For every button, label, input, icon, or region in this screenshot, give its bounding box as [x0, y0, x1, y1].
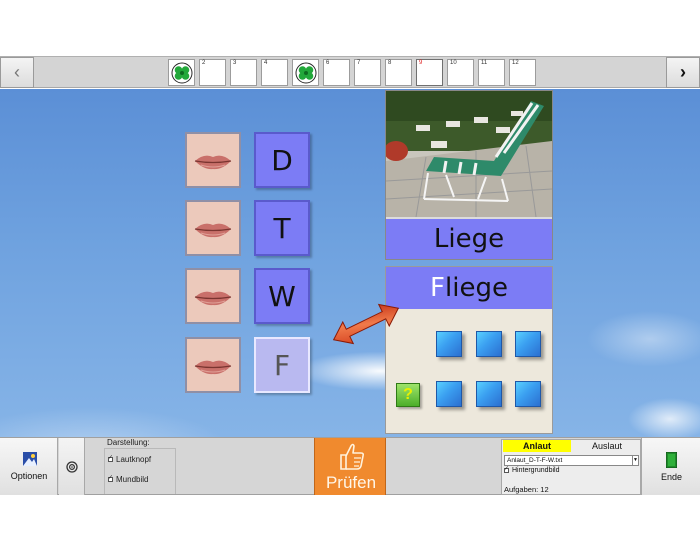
tab-auslaut[interactable]: Auslaut [591, 441, 623, 451]
background-label: Hintergrundbild [512, 467, 560, 474]
tasks-count: Aufgaben: 12 [504, 485, 549, 494]
background-option[interactable]: Hintergrundbild [504, 465, 560, 474]
task-slot-number: 3 [233, 60, 237, 66]
task-slot[interactable]: 9 [416, 59, 443, 86]
letter-tile[interactable]: T [254, 200, 310, 256]
next-button[interactable]: › [666, 57, 700, 88]
sound-button-label: Lautknopf [116, 455, 152, 464]
target-word: Liege [386, 219, 552, 259]
task-slot[interactable]: 10 [447, 59, 474, 86]
speaker-icon [65, 460, 78, 473]
task-slot[interactable]: 7 [354, 59, 381, 86]
options-label: Optionen [10, 471, 48, 481]
prev-button[interactable]: ‹ [0, 57, 34, 88]
sound-button-option[interactable]: Lautknopf [108, 454, 152, 464]
task-slot-number: 12 [512, 60, 519, 66]
sound-cube[interactable] [476, 381, 502, 407]
checkbox[interactable] [504, 465, 509, 473]
answer-word-rest: liege [445, 273, 508, 303]
bottom-toolbar: Optionen Darstellung: Lautknopf Mundbild… [0, 437, 700, 495]
task-slot[interactable]: 6 [323, 59, 350, 86]
checkbox[interactable] [108, 454, 113, 462]
progress-bar: ‹ 2 3 4 6 7 8 9 10 11 12 › [0, 56, 700, 88]
tasks-value: 12 [540, 485, 549, 494]
task-slot[interactable]: 12 [509, 59, 536, 86]
task-slot-number: 8 [388, 60, 392, 66]
sound-cube[interactable] [515, 381, 541, 407]
letter-tile[interactable]: D [254, 132, 310, 188]
tab-anlaut[interactable]: Anlaut [503, 440, 571, 452]
mouth-icon[interactable] [185, 200, 241, 256]
sound-cube[interactable] [476, 331, 502, 357]
task-slot[interactable] [292, 59, 319, 86]
letter-tile[interactable]: F [254, 337, 310, 393]
task-slot[interactable]: 2 [199, 59, 226, 86]
check-label: Prüfen [325, 473, 377, 492]
end-button[interactable]: Ende [641, 438, 700, 495]
letter-tile[interactable]: W [254, 268, 310, 324]
file-select[interactable]: Anlaut_D-T-F-W.txt ▼ [504, 455, 639, 466]
file-name: Anlaut_D-T-F-W.txt [507, 457, 563, 464]
chevron-down-icon[interactable]: ▼ [632, 456, 638, 465]
options-button[interactable]: Optionen [0, 438, 58, 495]
green-clover-icon [171, 62, 193, 84]
task-slot-number: 4 [264, 60, 268, 66]
answer-word-prefix: F [430, 273, 445, 303]
task-slot[interactable]: 4 [261, 59, 288, 86]
display-settings: Darstellung: Lautknopf Mundbild [104, 438, 176, 495]
deck-chair-photo [386, 91, 552, 217]
green-clover-icon [295, 62, 317, 84]
task-slot[interactable]: 3 [230, 59, 257, 86]
door-icon [666, 452, 677, 468]
options-icon [23, 452, 37, 466]
picture-card: Liege [385, 90, 553, 260]
task-slot-number: 10 [450, 60, 457, 66]
help-button[interactable]: ? [396, 383, 420, 407]
task-slot-number: 2 [202, 60, 206, 66]
chevron-right-icon: › [680, 62, 686, 82]
sound-cube[interactable] [515, 331, 541, 357]
check-button[interactable]: Prüfen [314, 438, 386, 495]
exercise-area [0, 89, 700, 437]
task-slot-number: 9 [419, 60, 423, 66]
end-label: Ende [660, 472, 683, 482]
display-title: Darstellung: [107, 438, 150, 447]
task-slot-number: 11 [481, 60, 488, 66]
display-settings-box [104, 448, 176, 494]
mouth-image-label: Mundbild [116, 475, 149, 484]
mouth-icon[interactable] [185, 337, 241, 393]
mode-panel: Anlaut Auslaut Anlaut_D-T-F-W.txt ▼ Hinte… [501, 439, 641, 495]
tasks-label: Aufgaben: [504, 485, 539, 494]
task-slot-number: 6 [326, 60, 330, 66]
task-slot[interactable]: 11 [478, 59, 505, 86]
mouth-icon[interactable] [185, 268, 241, 324]
task-slot[interactable]: 8 [385, 59, 412, 86]
mouth-image-option[interactable]: Mundbild [108, 474, 149, 484]
thumbs-up-icon [340, 443, 365, 470]
sound-cube[interactable] [436, 381, 462, 407]
sound-cube[interactable] [436, 331, 462, 357]
task-slot-number: 7 [357, 60, 361, 66]
speaker-button[interactable] [59, 438, 85, 495]
checkbox[interactable] [108, 474, 113, 482]
double-arrow-icon [332, 303, 400, 345]
chevron-left-icon: ‹ [14, 62, 20, 82]
task-slot[interactable] [168, 59, 195, 86]
mouth-icon[interactable] [185, 132, 241, 188]
